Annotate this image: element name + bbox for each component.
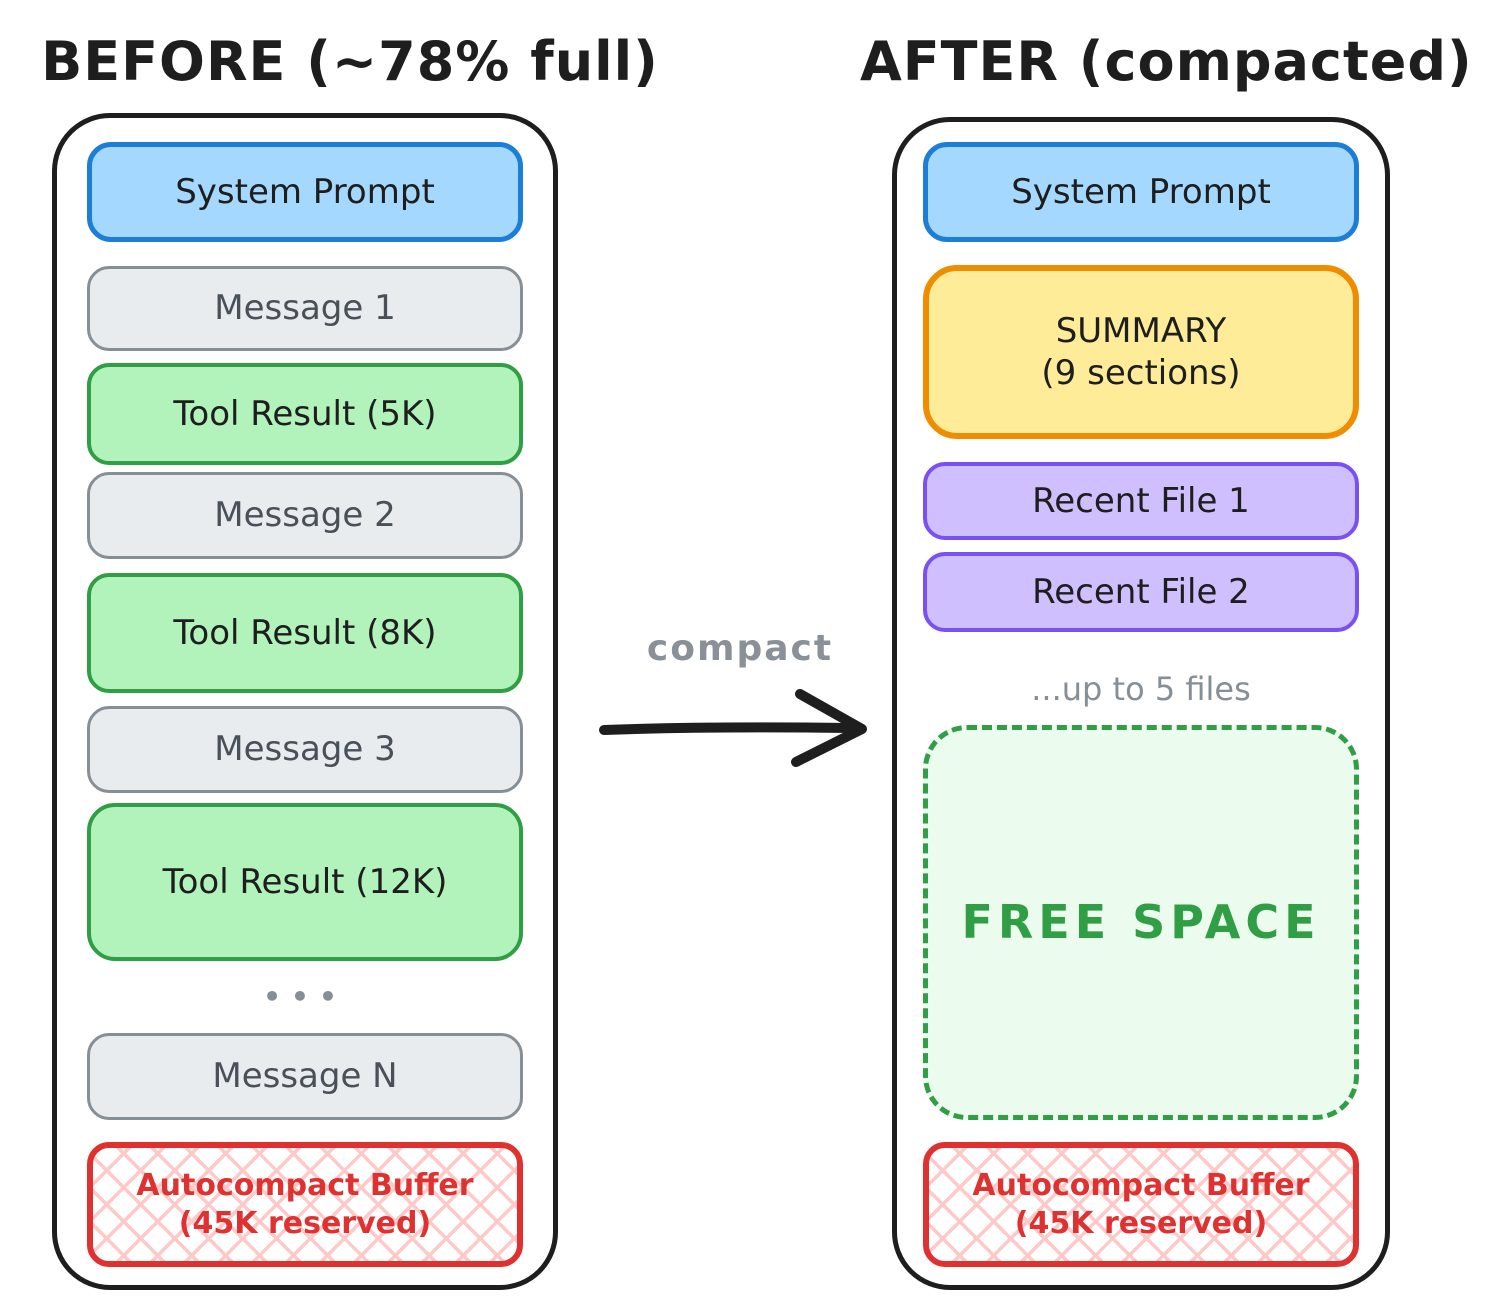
- free-space-label: FREE SPACE: [961, 894, 1321, 949]
- autocompact-buffer-line1: Autocompact Buffer: [972, 1168, 1310, 1203]
- after-block-recent-file-2: Recent File 2: [923, 552, 1359, 632]
- compact-transition: compact: [592, 628, 888, 768]
- before-block-message-1: Message 1: [87, 266, 523, 351]
- after-block-autocompact-buffer: Autocompact Buffer (45K reserved): [923, 1142, 1359, 1267]
- before-context-window: System Prompt Message 1 Tool Result (5K)…: [52, 113, 558, 1290]
- up-to-5-files-note: ...up to 5 files: [1031, 670, 1251, 708]
- before-block-message-n: Message N: [87, 1033, 523, 1120]
- ellipsis-dots: •••: [263, 980, 347, 1013]
- message-n-label: Message N: [212, 1056, 398, 1097]
- after-context-window: System Prompt SUMMARY (9 sections) Recen…: [892, 117, 1390, 1290]
- message-3-label: Message 3: [214, 729, 396, 770]
- before-block-tool-result-8k: Tool Result (8K): [87, 573, 523, 693]
- summary-line2: (9 sections): [1041, 353, 1241, 393]
- before-block-system-prompt: System Prompt: [87, 142, 523, 242]
- tool-result-5k-label: Tool Result (5K): [173, 393, 437, 434]
- message-1-label: Message 1: [214, 288, 396, 329]
- after-title: AFTER (compacted): [860, 30, 1473, 93]
- autocompact-buffer-line2: (45K reserved): [1014, 1205, 1268, 1241]
- arrow-right-icon: [599, 689, 867, 767]
- autocompact-buffer-line1: Autocompact Buffer: [136, 1168, 474, 1203]
- before-block-message-3: Message 3: [87, 706, 523, 793]
- before-block-tool-result-12k: Tool Result (12K): [87, 803, 523, 961]
- before-block-autocompact-buffer: Autocompact Buffer (45K reserved): [87, 1142, 523, 1267]
- recent-file-1-label: Recent File 1: [1032, 480, 1250, 521]
- before-block-message-2: Message 2: [87, 472, 523, 559]
- summary-line1: SUMMARY: [1055, 310, 1227, 351]
- before-block-tool-result-5k: Tool Result (5K): [87, 363, 523, 465]
- recent-file-2-label: Recent File 2: [1032, 571, 1250, 612]
- system-prompt-label: System Prompt: [1011, 171, 1271, 212]
- compact-label: compact: [646, 628, 834, 669]
- tool-result-12k-label: Tool Result (12K): [162, 861, 448, 902]
- after-block-free-space: FREE SPACE: [923, 725, 1359, 1120]
- system-prompt-label: System Prompt: [175, 171, 435, 212]
- after-block-system-prompt: System Prompt: [923, 142, 1359, 242]
- tool-result-8k-label: Tool Result (8K): [173, 612, 437, 653]
- message-2-label: Message 2: [214, 495, 396, 536]
- autocompact-buffer-line2: (45K reserved): [178, 1205, 432, 1241]
- after-block-summary: SUMMARY (9 sections): [923, 265, 1359, 439]
- after-block-recent-file-1: Recent File 1: [923, 462, 1359, 540]
- before-title: BEFORE (~78% full): [41, 30, 659, 93]
